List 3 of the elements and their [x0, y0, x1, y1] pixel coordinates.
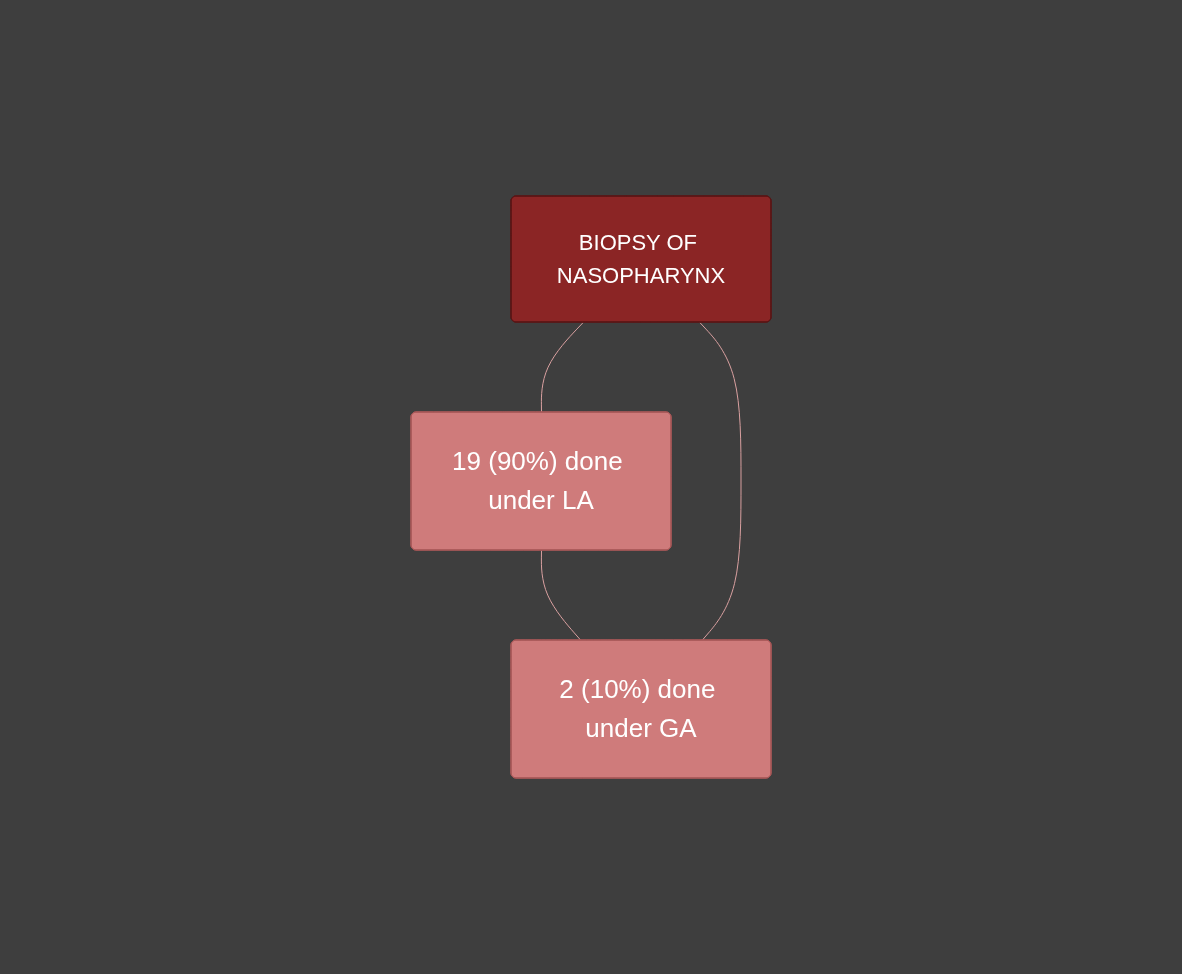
connector — [540, 322, 584, 413]
connector — [540, 550, 582, 641]
connector — [699, 322, 742, 641]
